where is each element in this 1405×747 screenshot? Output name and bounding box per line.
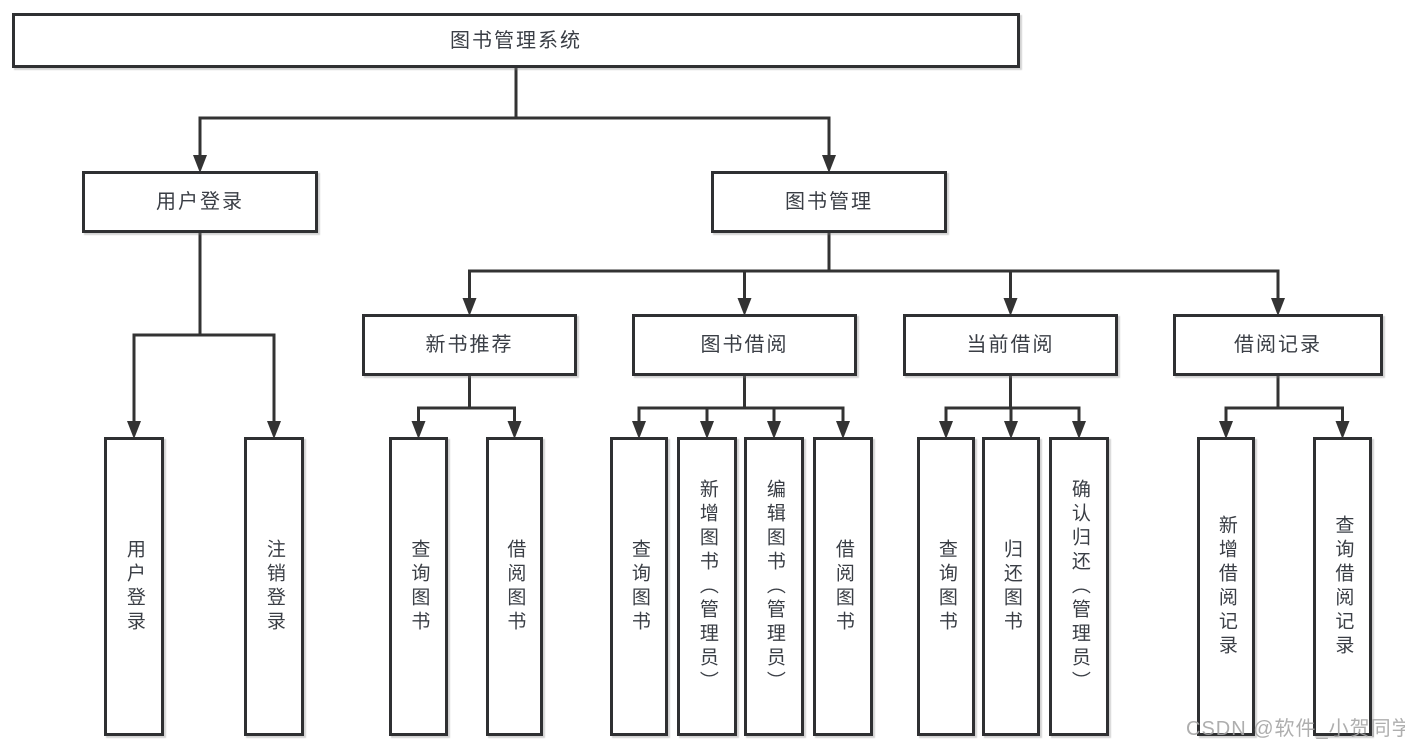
node-user-login: 用户登录 [82,171,318,233]
node-label: 新增图书（管理员） [696,478,718,695]
node-bb-borrow: 借阅图书 [813,437,873,736]
node-cb-confirm: 确认归还（管理员） [1049,437,1109,736]
node-label: 图书管理 [785,191,873,213]
node-label: 用户登录 [156,191,244,213]
node-label: 新增借阅记录 [1215,514,1237,659]
node-label: 借阅记录 [1234,334,1322,356]
node-label: 查询图书 [408,538,430,635]
node-label: 借阅图书 [832,538,854,635]
node-label: 注销登录 [263,538,285,635]
node-ul-logout: 注销登录 [244,437,304,736]
node-cb-return: 归还图书 [982,437,1040,736]
node-book-mgmt: 图书管理 [711,171,947,233]
node-cb-query: 查询图书 [917,437,975,736]
node-label: 当前借阅 [966,334,1055,356]
node-label: 查询借阅记录 [1332,514,1354,659]
node-root: 图书管理系统 [12,13,1020,68]
node-nbr-borrow: 借阅图书 [486,437,543,736]
node-current-borrow: 当前借阅 [903,314,1118,376]
csdn-watermark: CSDN @软件_小贺同学 [1186,718,1405,740]
node-bb-edit: 编辑图书（管理员） [744,437,804,736]
node-label: 确认归还（管理员） [1068,478,1090,695]
node-label: 借阅图书 [504,538,526,635]
node-label: 查询图书 [628,538,650,635]
node-borrow-records: 借阅记录 [1173,314,1383,376]
node-label: 图书借阅 [700,334,789,356]
node-new-book-rec: 新书推荐 [362,314,577,376]
node-nbr-query: 查询图书 [389,437,448,736]
node-label: 图书管理系统 [450,29,582,52]
node-bb-add: 新增图书（管理员） [677,437,737,736]
node-label: 查询图书 [935,538,957,635]
node-book-borrow: 图书借阅 [632,314,857,376]
node-label: 归还图书 [1000,538,1022,635]
node-br-query: 查询借阅记录 [1313,437,1372,736]
node-ul-login: 用户登录 [104,437,164,736]
node-bb-query: 查询图书 [610,437,668,736]
node-br-add: 新增借阅记录 [1197,437,1255,736]
node-label: 编辑图书（管理员） [763,478,785,695]
node-label: 用户登录 [123,538,145,635]
node-label: 新书推荐 [425,334,514,356]
